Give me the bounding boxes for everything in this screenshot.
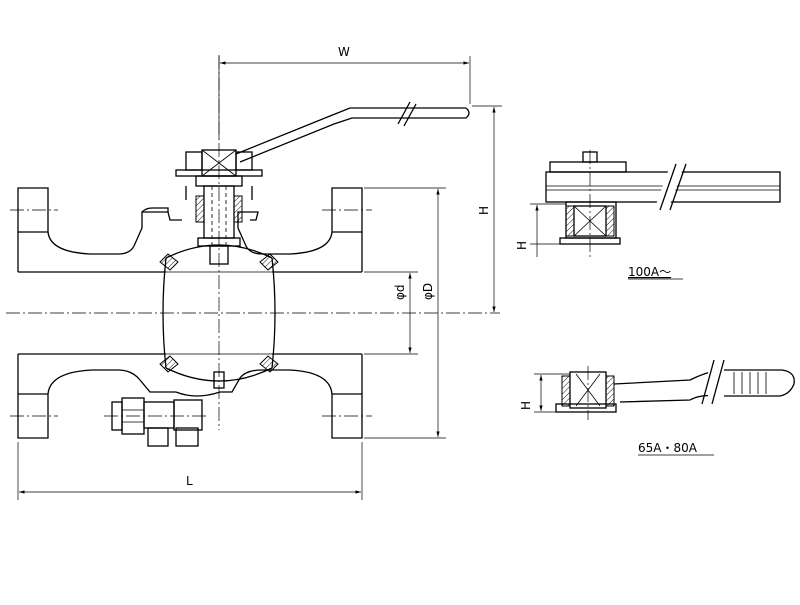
detail-65a-80a-caption: 65A・80A <box>638 441 698 455</box>
detail-100a-view: H 100A～ <box>515 150 781 280</box>
right-flange <box>322 187 372 439</box>
dim-phi-d-small-label: φd <box>393 284 407 300</box>
extension-lines <box>17 56 502 500</box>
dim-w-label: W <box>338 45 350 59</box>
body-outline <box>47 207 333 397</box>
stem-assembly <box>175 149 263 389</box>
handle-lever <box>235 101 470 163</box>
ball <box>162 244 276 382</box>
detail-100a-h-label: H <box>515 241 529 250</box>
dim-phi-d-large-label: φD <box>421 283 435 300</box>
dim-h-label: H <box>477 206 491 215</box>
detail-65a-80a-view: H 65A・80A <box>519 359 795 456</box>
drain-plug <box>104 397 208 447</box>
detail-65a-h-label: H <box>519 401 533 410</box>
grip-ridges <box>733 372 767 394</box>
main-valve-view: W H L φd φD <box>6 45 502 500</box>
seats <box>159 253 279 373</box>
detail-100a-caption: 100A～ <box>628 265 671 279</box>
dim-l-label: L <box>186 474 193 488</box>
dimension-lines <box>19 61 496 494</box>
bore-passage <box>18 271 362 355</box>
